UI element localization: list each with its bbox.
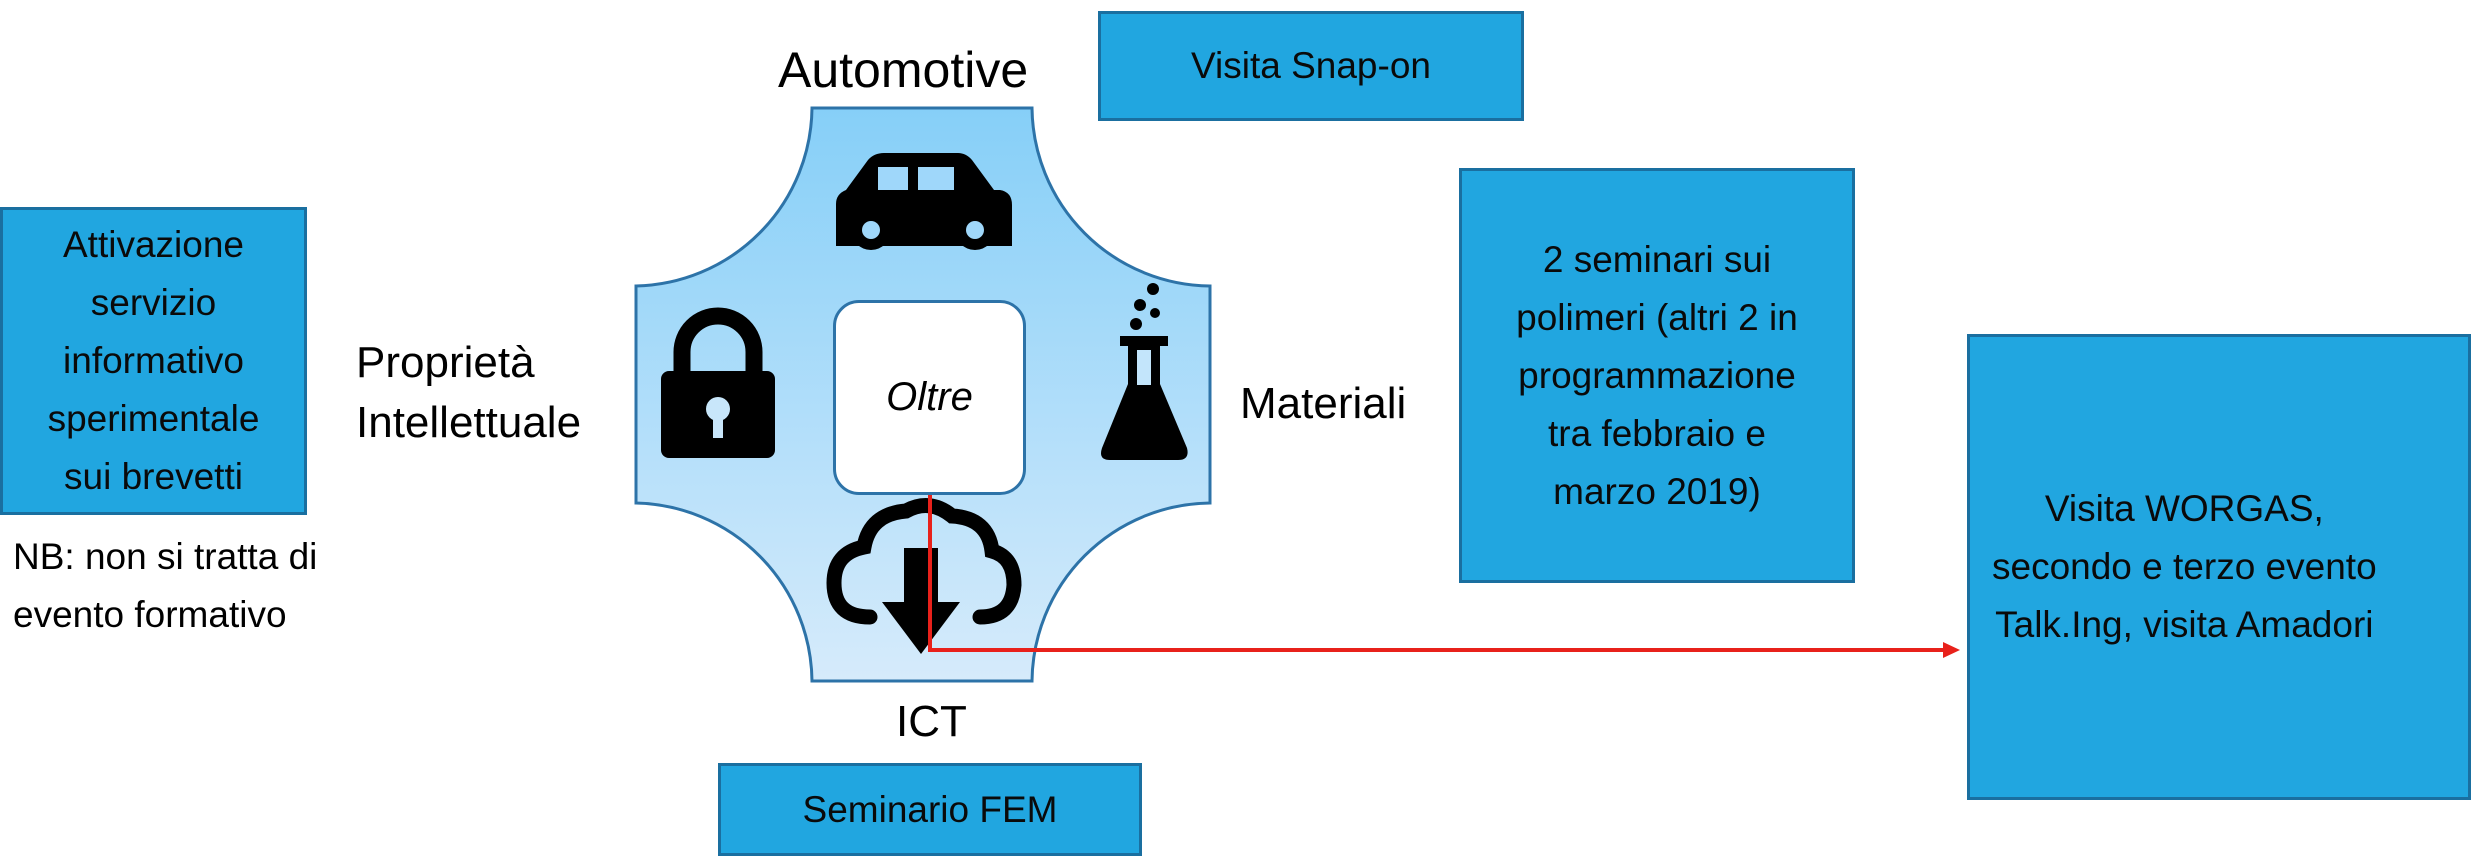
visita-snapon-text: Visita Snap-on (1191, 45, 1431, 86)
sector-label-automotive: Automotive (778, 42, 1029, 98)
flask-icon (1101, 283, 1188, 460)
car-icon (836, 153, 1012, 250)
polimeri-box: 2 seminari sui polimeri (altri 2 in prog… (1459, 168, 1855, 583)
sector-label-materiali: Materiali (1240, 379, 1407, 428)
padlock-icon (661, 307, 775, 458)
brevetti-text: Attivazione servizio informativo sperime… (47, 224, 260, 497)
visita-snapon-box: Visita Snap-on (1098, 11, 1524, 121)
seminario-fem-text: Seminario FEM (802, 788, 1058, 830)
worgas-text: Visita WORGAS, secondo e terzo evento Ta… (1992, 488, 2377, 645)
center-label: Oltre (886, 375, 973, 419)
brevetti-note: NB: non si tratta di evento formativo (13, 536, 318, 635)
polimeri-text: 2 seminari sui polimeri (altri 2 in prog… (1516, 238, 1798, 512)
worgas-box: Visita WORGAS, secondo e terzo evento Ta… (1967, 334, 2471, 800)
brevetti-box: Attivazione servizio informativo sperime… (0, 207, 307, 515)
red-arrow-connector (928, 493, 1960, 658)
center-oltre-box: Oltre (833, 300, 1026, 495)
sector-label-proprieta-intellettuale: Proprietà Intellettuale (356, 338, 582, 447)
seminario-fem-box: Seminario FEM (718, 763, 1142, 856)
cloud-download-icon (826, 498, 1022, 654)
sector-label-ict: ICT (896, 697, 967, 746)
